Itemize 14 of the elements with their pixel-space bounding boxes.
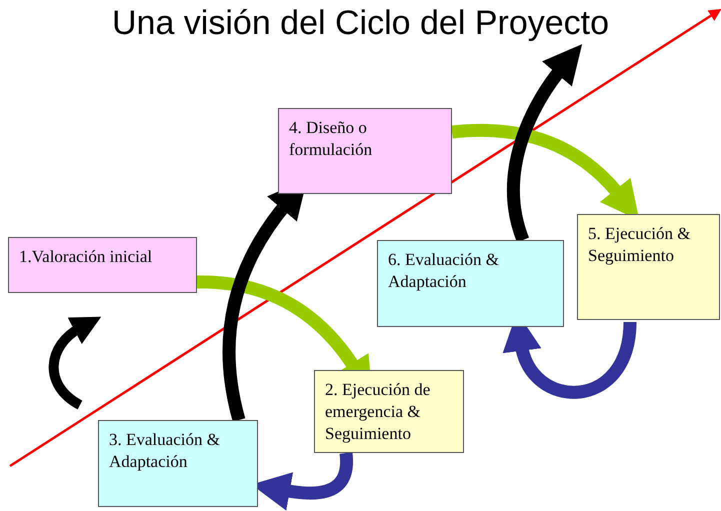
process-box bbox=[577, 214, 720, 320]
process-box bbox=[278, 108, 452, 194]
process-box bbox=[314, 370, 464, 453]
step-label: 1.Valoración inicial bbox=[19, 246, 154, 268]
diagram-title: Una visión del Ciclo del Proyecto bbox=[110, 4, 610, 43]
process-box bbox=[98, 420, 258, 507]
step-label: 3. Evaluación & Adaptación bbox=[109, 429, 221, 473]
step-label: 2. Ejecución de emergencia & Seguimiento bbox=[325, 379, 432, 445]
process-box bbox=[8, 237, 197, 293]
process-box bbox=[377, 240, 564, 327]
step-label: 4. Diseño o formulación bbox=[289, 117, 374, 161]
step-label: 5. Ejecución & Seguimiento bbox=[588, 223, 692, 267]
step-label: 6. Evaluación & Adaptación bbox=[388, 249, 500, 293]
curved-arrow bbox=[507, 44, 582, 242]
